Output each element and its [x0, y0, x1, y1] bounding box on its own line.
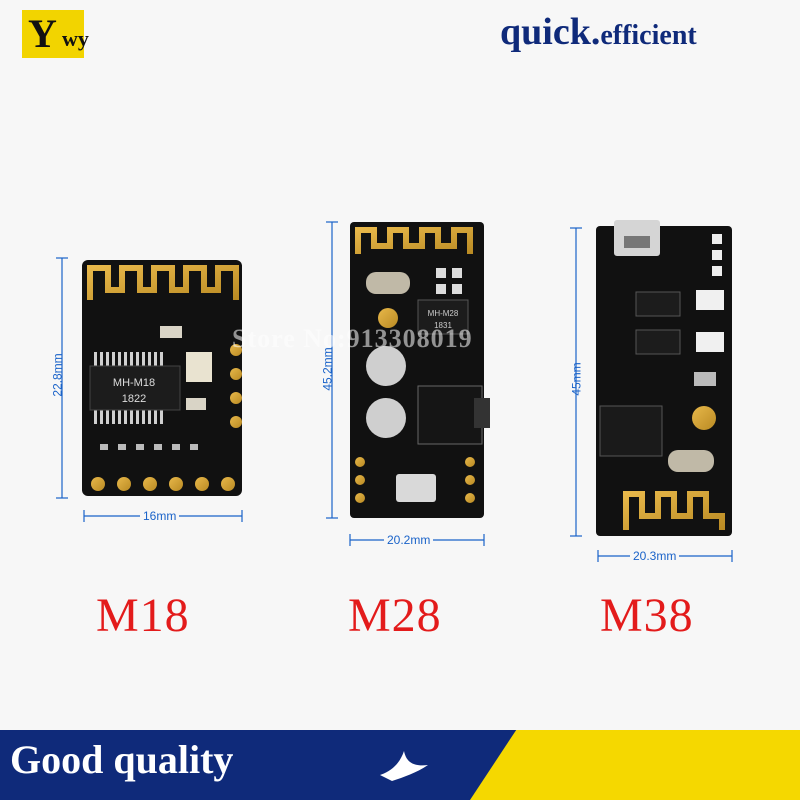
banner-yellow-panel [470, 730, 800, 800]
m18-height-label: 22.8mm [50, 353, 65, 397]
m38-height-label: 45mm [569, 362, 584, 396]
model-name-m38: M38 [600, 589, 694, 642]
m38-board [596, 220, 732, 536]
model-name-m28: M28 [348, 589, 442, 642]
bottom-banner: Good quality [0, 730, 800, 800]
m28-chip-label-2: 1831 [434, 321, 452, 330]
m18-board [82, 260, 242, 496]
m18-width-label: 16mm [140, 509, 180, 523]
m38-width-label: 20.3mm [630, 549, 680, 563]
logo-letters-wy: wy [62, 26, 89, 51]
m18-chip-label-1: MH-M18 [113, 377, 155, 389]
m28-width-label: 20.2mm [384, 533, 434, 547]
banner-quick-efficient: quick.efficient [500, 10, 697, 54]
logo-letter-y: Y [28, 11, 57, 56]
m28-board [350, 222, 490, 518]
bird-icon [380, 751, 428, 781]
m28-chip-label-1: MH-M28 [428, 309, 459, 318]
banner-good-quality: Good quality [10, 737, 234, 782]
banner-efficient: efficient [600, 20, 697, 51]
brand-logo: Y [22, 10, 84, 58]
store-watermark: Store No:913308019 [232, 324, 473, 353]
model-name-m18: M18 [96, 589, 190, 642]
banner-quick: quick. [500, 11, 601, 53]
modules-illustration: MH-M18 1822 MH-M28 1831 [56, 220, 733, 562]
m18-chip-label-2: 1822 [122, 393, 146, 405]
